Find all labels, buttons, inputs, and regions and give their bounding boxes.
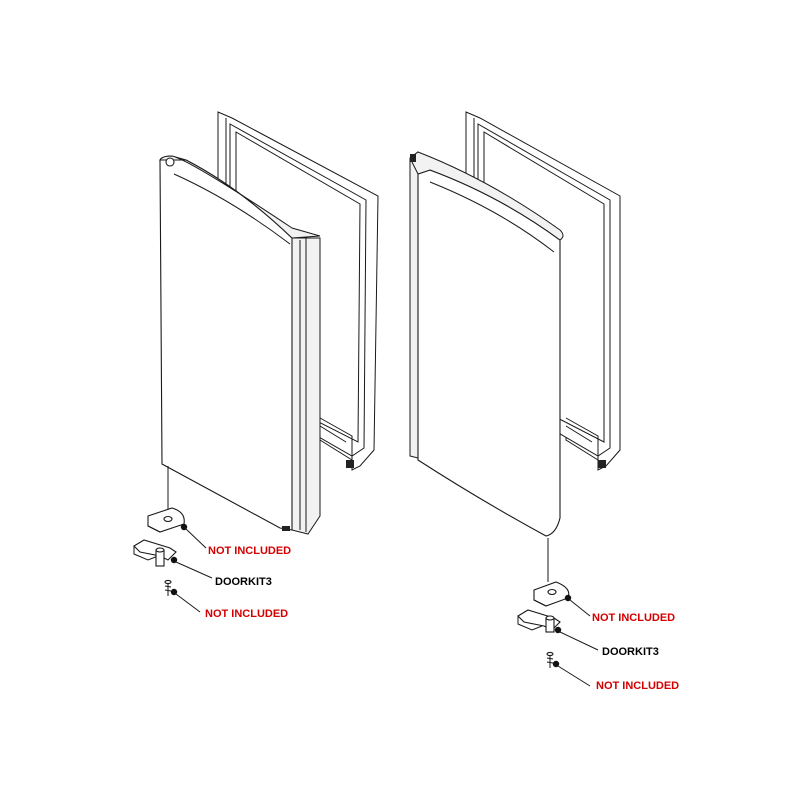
left-screw-leader-marker — [170, 588, 178, 596]
right-lower-not-included-label: NOT INCLUDED — [596, 680, 679, 692]
left-hinge-screw — [164, 579, 201, 613]
left-lower-not-included-label: NOT INCLUDED — [205, 608, 288, 620]
left-doorkit3-hinge — [133, 539, 213, 579]
left-upper-hinge-bracket — [147, 507, 207, 549]
right-door-assembly — [409, 111, 621, 687]
left-door-panel — [159, 155, 321, 535]
right-hinge-screw — [546, 651, 591, 687]
left-door-assembly — [133, 111, 379, 613]
right-upper-hinge-bracket — [533, 581, 591, 617]
right-screw-leader-marker — [552, 660, 560, 668]
right-door-panel — [409, 151, 564, 537]
left-doorkit3-leader-marker — [170, 556, 178, 564]
right-upper-not-included-label: NOT INCLUDED — [592, 612, 675, 624]
left-doorkit3-label: DOORKIT3 — [215, 576, 272, 588]
left-upper-leader-marker — [180, 523, 188, 531]
right-upper-leader-marker — [564, 594, 572, 602]
left-upper-not-included-label: NOT INCLUDED — [208, 545, 291, 557]
right-doorkit3-leader-marker — [554, 626, 562, 634]
right-doorkit3-hinge — [517, 609, 599, 651]
right-doorkit3-label: DOORKIT3 — [602, 646, 659, 658]
